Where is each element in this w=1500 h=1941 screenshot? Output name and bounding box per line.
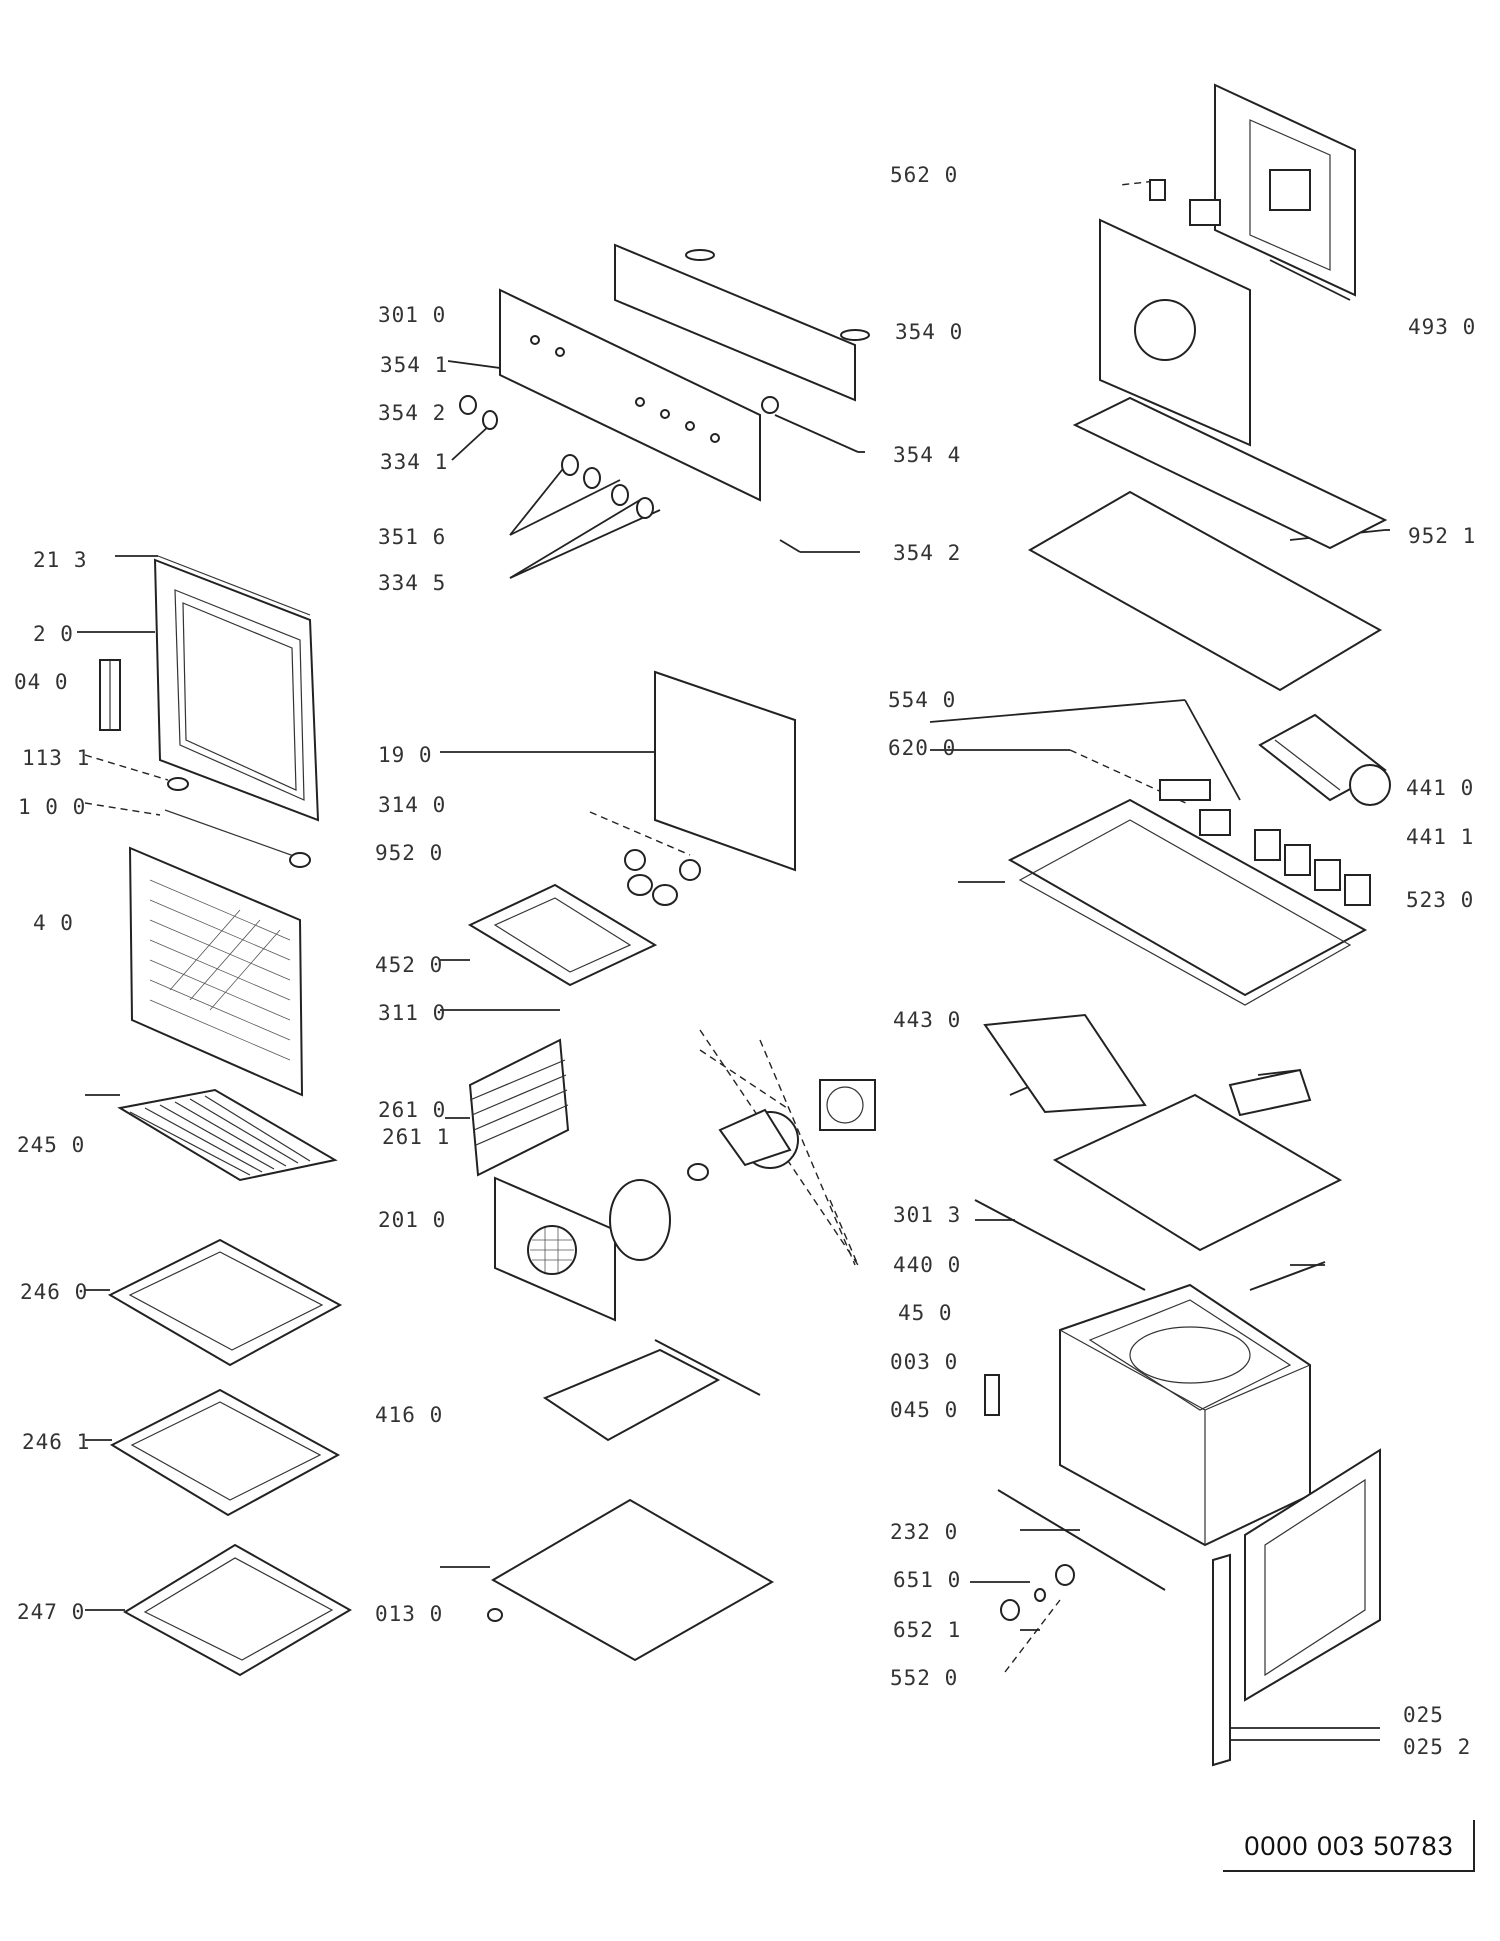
label-261-1: 261 1	[382, 1125, 451, 1149]
label-013-0: 013 0	[375, 1602, 444, 1626]
label-311-0: 311 0	[378, 1001, 447, 1025]
grill-element	[467, 849, 701, 987]
label-952-0: 952 0	[375, 841, 444, 865]
label-354-4: 354 4	[893, 443, 962, 467]
tangential-fan-motor	[1258, 713, 1391, 806]
label-452-0: 452 0	[375, 953, 444, 977]
label-554-0: 554 0	[888, 688, 957, 712]
back-cover	[1099, 83, 1356, 447]
label-354-2: 354 2	[378, 401, 447, 425]
label-620-0: 620 0	[888, 736, 957, 760]
rear-panel	[494, 1176, 671, 1322]
bracket-plates	[974, 1013, 1343, 1291]
label-354-0: 354 0	[895, 320, 964, 344]
control-panel	[459, 243, 870, 519]
label-232-0: 232 0	[890, 1520, 959, 1544]
label-441-0: 441 0	[1406, 776, 1475, 800]
top-plates	[1027, 396, 1388, 692]
doc-number-frame	[1223, 1820, 1475, 1872]
label-113-1: 113 1	[22, 746, 91, 770]
label-1-0-0: 1 0 0	[18, 795, 87, 819]
label-025: 025	[1403, 1703, 1444, 1727]
label-493-0: 493 0	[1408, 315, 1477, 339]
label-2-0: 2 0	[33, 622, 74, 646]
label-246-1: 246 1	[22, 1430, 91, 1454]
label-334-1: 334 1	[380, 450, 449, 474]
leader-lines	[77, 179, 1390, 1741]
tray-246-0	[107, 1238, 343, 1367]
label-952-1: 952 1	[1408, 524, 1477, 548]
label-261-0: 261 0	[378, 1098, 447, 1122]
doc-number: 0000 003 50783	[1244, 1830, 1454, 1861]
side-frames	[1212, 1448, 1381, 1767]
label-4-0: 4 0	[33, 911, 74, 935]
label-354-1: 354 1	[380, 353, 449, 377]
base-plate-013	[487, 1498, 775, 1662]
label-21-3: 21 3	[33, 548, 88, 572]
label-443-0: 443 0	[893, 1008, 962, 1032]
glass-sheet-19	[654, 670, 796, 872]
label-523-0: 523 0	[1406, 888, 1475, 912]
label-201-0: 201 0	[378, 1208, 447, 1232]
label-025-2: 025 2	[1403, 1735, 1472, 1759]
wire-rack-245	[117, 1088, 338, 1182]
label-562-0: 562 0	[890, 163, 959, 187]
label-334-5: 334 5	[378, 571, 447, 595]
label-652-1: 652 1	[893, 1618, 962, 1642]
label-247-0: 247 0	[17, 1600, 86, 1624]
label-19-0: 19 0	[378, 743, 433, 767]
label-351-6: 351 6	[378, 525, 447, 549]
label-416-0: 416 0	[375, 1403, 444, 1427]
label-45-0: 45 0	[898, 1301, 953, 1325]
label-246-0: 246 0	[20, 1280, 89, 1304]
label-440-0: 440 0	[893, 1253, 962, 1277]
label-314-0: 314 0	[378, 793, 447, 817]
label-003-0: 003 0	[890, 1350, 959, 1374]
label-651-0: 651 0	[893, 1568, 962, 1592]
label-301-0: 301 0	[378, 303, 447, 327]
fan-assembly	[687, 1079, 876, 1181]
knobs	[1000, 1564, 1075, 1621]
label-354-2-b: 354 2	[893, 541, 962, 565]
label-441-1: 441 1	[1406, 825, 1475, 849]
bottom-panel-416	[542, 1339, 761, 1442]
tray-247-0	[123, 1543, 352, 1677]
label-301-3: 301 3	[893, 1203, 962, 1227]
tray-246-1	[109, 1388, 341, 1517]
control-chassis	[1007, 779, 1371, 1006]
label-245-0: 245 0	[17, 1133, 86, 1157]
inner-glass-panel	[128, 846, 304, 1097]
label-045-0: 045 0	[890, 1398, 959, 1422]
label-552-0: 552 0	[890, 1666, 959, 1690]
side-rails	[468, 1038, 570, 1177]
label-04-0: 04 0	[14, 670, 69, 694]
door-assembly	[99, 555, 320, 868]
